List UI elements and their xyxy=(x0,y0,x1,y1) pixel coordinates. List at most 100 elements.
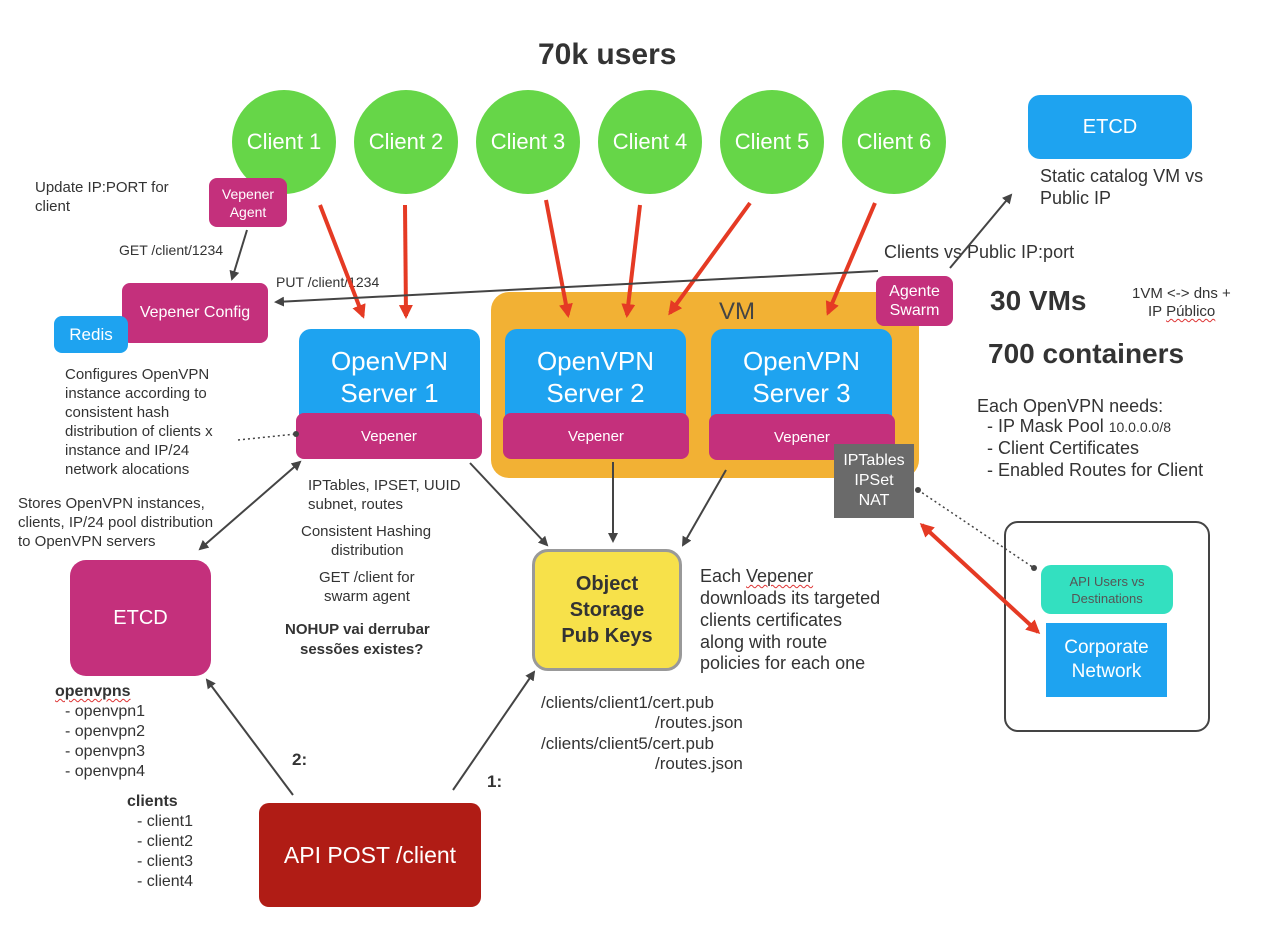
needs-item-3: - Enabled Routes for Client xyxy=(987,460,1204,480)
step-2-label: 2: xyxy=(292,750,308,769)
openvpns-item-4: - openvpn4 xyxy=(65,763,146,780)
openvpns-item-2: - openvpn2 xyxy=(65,723,146,740)
server1-iptables-note-2: subnet, routes xyxy=(308,496,404,513)
etcd-catalog-caption-1: Static catalog VM vs xyxy=(1040,166,1204,186)
arrow-server1-etcd xyxy=(198,460,302,551)
iptables-line1: IPTables xyxy=(843,452,905,469)
openvpn-server-2: OpenVPN Server 2 xyxy=(505,329,686,429)
nohup-note-2: sessões existes? xyxy=(300,641,424,658)
clients-item-4: - client4 xyxy=(137,873,194,890)
path-client5-routes: /routes.json xyxy=(655,754,743,773)
needs-item-1-value: 10.0.0.0/8 xyxy=(1108,419,1171,435)
client-2: Client 2 xyxy=(354,90,458,194)
iptables-line2: IPSet xyxy=(854,472,894,489)
etcd-store-note-2: clients, IP/24 pool distribution xyxy=(18,514,214,531)
agente-swarm-line1: Agente xyxy=(889,283,940,300)
dns-note-2: IP Público xyxy=(1148,302,1215,322)
each-vepener-2: downloads its targeted xyxy=(700,588,881,608)
dotted-iptables-start xyxy=(915,487,921,493)
config-note-4: distribution of clients x xyxy=(65,423,213,440)
agente-swarm-box: Agente Swarm xyxy=(876,276,953,326)
openvpns-heading: openvpns xyxy=(55,683,131,700)
arrow-agent-config xyxy=(229,229,248,281)
needs-item-2: - Client Certificates xyxy=(987,438,1140,458)
dotted-config-vepener xyxy=(237,433,297,441)
server1-get-note-2: swarm agent xyxy=(324,588,410,605)
corporate-network-box: Corporate Network xyxy=(1046,623,1167,697)
arrow-api-etcd xyxy=(205,678,294,796)
agente-swarm-line2: Swarm xyxy=(889,302,940,319)
etcd-store-note-1: Stores OpenVPN instances, xyxy=(18,495,205,512)
update-note-2: client xyxy=(35,198,71,215)
clients-item-3: - client3 xyxy=(137,853,194,870)
corporate-line1: Corporate xyxy=(1064,637,1149,658)
each-vepener-3: clients certificates xyxy=(700,610,843,630)
openvpns-item-1: - openvpn1 xyxy=(65,703,146,720)
arrow-client2-server1 xyxy=(398,204,413,319)
containers-count: 700 containers xyxy=(988,338,1185,369)
openvpn-server-1-line1: OpenVPN xyxy=(330,346,449,376)
vm-label: VM xyxy=(719,298,755,325)
api-users-box: API Users vs Destinations xyxy=(1041,565,1173,614)
each-vepener-1-word: Vepener xyxy=(746,566,814,586)
dns-note-2-prefix: IP xyxy=(1148,303,1167,320)
client-4: Client 4 xyxy=(598,90,702,194)
server1-iptables-note-1: IPTables, IPSET, UUID xyxy=(308,477,461,494)
path-client1-routes: /routes.json xyxy=(655,713,743,732)
vepener-agent-box: Vepener Agent xyxy=(209,178,287,227)
needs-item-1: - IP Mask Pool 10.0.0.0/8 xyxy=(987,416,1171,437)
config-note-5: instance and IP/24 xyxy=(65,442,190,459)
each-vepener-1: Each Vepener xyxy=(700,566,813,586)
openvpn-server-3-line2: Server 3 xyxy=(752,378,851,408)
openvpn-server-2-line1: OpenVPN xyxy=(536,346,655,376)
server1-hash-note-2: distribution xyxy=(331,542,404,559)
get-client-label: GET /client/1234 xyxy=(119,242,224,258)
etcd-catalog-box: ETCD xyxy=(1028,95,1192,159)
object-storage-box: Object Storage Pub Keys xyxy=(532,549,682,671)
step-1-label: 1: xyxy=(487,772,503,791)
config-note-1: Configures OpenVPN xyxy=(65,366,210,383)
config-note-6: network alocations xyxy=(65,461,190,478)
iptables-box: IPTables IPSet NAT xyxy=(834,444,914,518)
nohup-note-1: NOHUP vai derrubar xyxy=(285,621,430,638)
vepener-server-1: Vepener xyxy=(296,413,482,459)
clients-vs-public-label: Clients vs Public IP:port xyxy=(884,242,1075,262)
etcd-store-box: ETCD xyxy=(70,560,211,676)
server1-hash-note-1: Consistent Hashing xyxy=(301,523,432,540)
iptables-line3: NAT xyxy=(858,492,890,509)
clients-item-2: - client2 xyxy=(137,833,194,850)
client-5: Client 5 xyxy=(720,90,824,194)
openvpn-server-1: OpenVPN Server 1 xyxy=(299,329,480,429)
put-client-label: PUT /client/1234 xyxy=(276,274,380,290)
clients-heading: clients xyxy=(127,793,178,810)
each-vepener-1-prefix: Each xyxy=(700,566,747,586)
needs-heading: Each OpenVPN needs: xyxy=(977,396,1164,416)
vepener-config-box: Vepener Config xyxy=(122,283,268,343)
client-6: Client 6 xyxy=(842,90,946,194)
api-post-box: API POST /client xyxy=(259,803,481,907)
config-note-2: instance according to xyxy=(65,385,207,402)
openvpn-server-1-line2: Server 1 xyxy=(340,378,439,408)
vepener-agent-line2: Agent xyxy=(229,203,267,220)
vms-count: 30 VMs xyxy=(990,285,1087,316)
dns-note-1: 1VM <-> dns + xyxy=(1132,285,1231,302)
openvpn-server-3-line1: OpenVPN xyxy=(742,346,861,376)
dns-note-2-word: Público xyxy=(1166,303,1216,320)
object-storage-line1: Object xyxy=(575,573,639,595)
client-1: Client 1 xyxy=(232,90,336,194)
arrow-server3-storage xyxy=(682,469,727,547)
redis-box: Redis xyxy=(54,316,128,353)
corporate-line2: Network xyxy=(1071,661,1142,682)
openvpn-server-2-line2: Server 2 xyxy=(546,378,645,408)
page-title: 70k users xyxy=(538,38,677,71)
each-vepener-4: along with route xyxy=(700,632,828,652)
api-users-line1: API Users vs xyxy=(1069,573,1145,589)
config-note-3: consistent hash xyxy=(65,404,170,421)
etcd-store-note-3: to OpenVPN servers xyxy=(18,533,156,550)
object-storage-line3: Pub Keys xyxy=(561,625,653,647)
path-client1-cert: /clients/client1/cert.pub xyxy=(541,693,714,712)
path-client5-cert: /clients/client5/cert.pub xyxy=(541,734,714,753)
client-3: Client 3 xyxy=(476,90,580,194)
needs-item-1-prefix: - IP Mask Pool xyxy=(987,416,1109,436)
etcd-catalog-caption-2: Public IP xyxy=(1040,188,1112,208)
